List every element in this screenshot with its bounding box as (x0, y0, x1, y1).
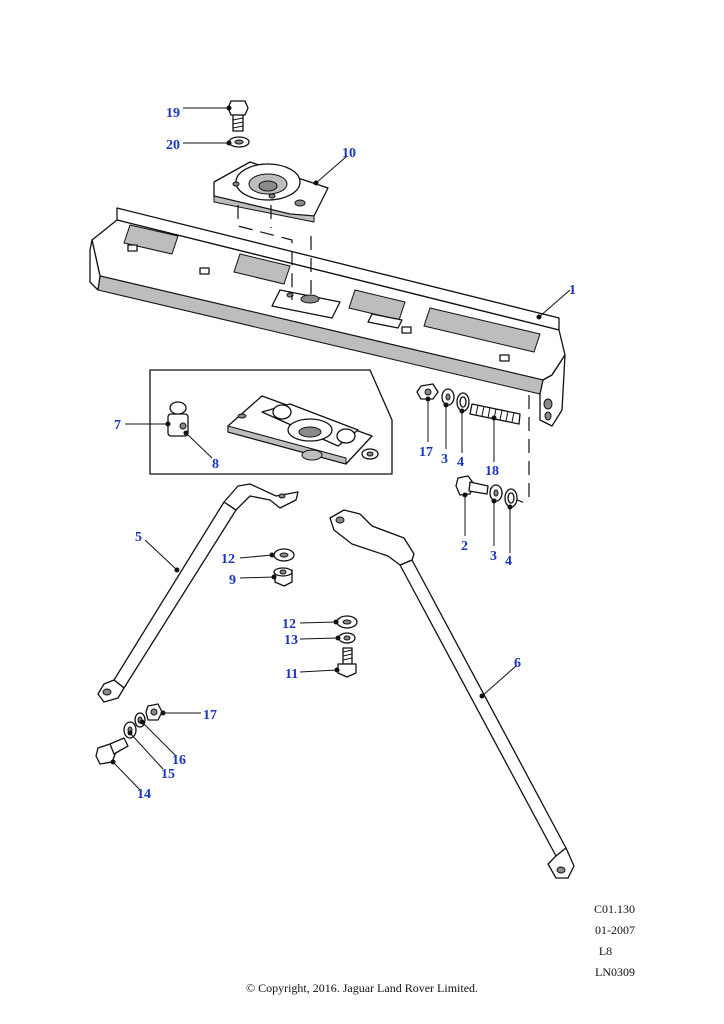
stud-18 (469, 403, 521, 425)
callout-16: 16 (172, 753, 186, 768)
revision-date: 01-2007 (595, 923, 635, 937)
bolt-14 (95, 737, 129, 765)
stay-5 (97, 483, 299, 703)
bolt-19 (227, 100, 249, 132)
nut-plate (227, 395, 379, 465)
copyright-notice: © Copyright, 2016. Jaguar Land Rover Lim… (245, 981, 479, 995)
callout-1: 1 (569, 283, 576, 298)
callout-15: 15 (161, 767, 175, 782)
washer-13 (338, 632, 356, 644)
callout-17-lower: 17 (203, 708, 217, 723)
washer-3-upper (441, 388, 455, 406)
model-code: L8 (598, 944, 613, 958)
washer-4-lower (504, 488, 518, 508)
leader-dots (110, 105, 542, 765)
washer-3-lower (489, 484, 503, 502)
callout-3-lower: 3 (490, 549, 497, 564)
washer-15 (123, 721, 137, 739)
washer-12-lower (336, 615, 358, 629)
callout-5: 5 (135, 530, 142, 545)
nut-17-lower (145, 703, 163, 721)
leader-lines (112, 107, 571, 791)
callout-6: 6 (514, 656, 521, 671)
callout-2: 2 (461, 539, 468, 554)
callout-20: 20 (166, 138, 180, 153)
callout-labels: 19 20 10 1 7 8 17 3 4 18 2 3 4 5 6 12 9 … (114, 106, 576, 802)
callout-11: 11 (285, 667, 298, 682)
nut-9 (273, 567, 293, 587)
callout-10: 10 (342, 146, 356, 161)
reference-code: C01.130 (593, 902, 635, 916)
washer-12-upper (273, 548, 295, 562)
callout-18: 18 (485, 464, 499, 479)
callout-3-upper: 3 (441, 452, 448, 467)
callout-12-lower: 12 (282, 617, 296, 632)
bolt-2 (455, 475, 489, 496)
nut-plate-detail-box (149, 369, 393, 475)
bolt-11 (337, 647, 357, 678)
mounting-bracket (213, 161, 329, 223)
washer-4-upper (456, 392, 470, 412)
callout-8: 8 (212, 457, 219, 472)
nut-17-upper (416, 383, 439, 400)
callout-9: 9 (229, 573, 236, 588)
callout-12-upper: 12 (221, 552, 235, 567)
callout-19: 19 (166, 106, 180, 121)
callout-14: 14 (137, 787, 151, 802)
illustration-number: LN0309 (595, 965, 635, 979)
callout-13: 13 (284, 633, 298, 648)
callout-7: 7 (114, 418, 121, 433)
callout-4-lower: 4 (505, 554, 512, 569)
callout-17-upper: 17 (419, 445, 433, 460)
stay-6 (329, 509, 575, 879)
washer-20 (228, 136, 250, 148)
callout-4-upper: 4 (457, 455, 464, 470)
crossmember-bar (89, 207, 566, 427)
